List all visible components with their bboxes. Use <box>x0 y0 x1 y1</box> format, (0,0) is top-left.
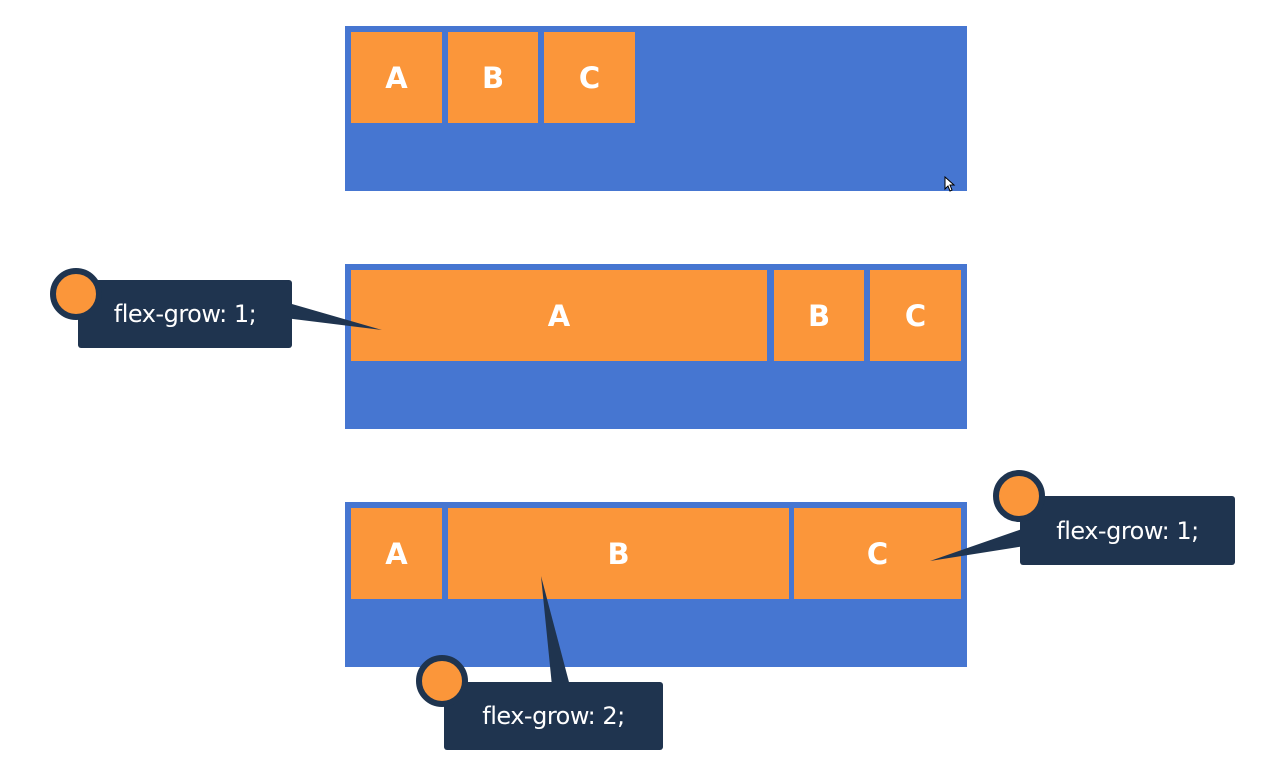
orange-dot-icon <box>993 470 1045 522</box>
callout-flex-grow-c: flex-grow: 1; <box>1020 496 1235 565</box>
flex-item-a: A <box>351 32 442 123</box>
flex-item-a: A <box>351 508 442 599</box>
flex-container-default: A B C <box>345 26 967 191</box>
flex-container-grow-a: A B C <box>345 264 967 429</box>
orange-dot-icon <box>416 655 468 707</box>
flex-item-a: A <box>351 270 767 361</box>
flex-item-b: B <box>448 32 538 123</box>
flex-item-b: B <box>448 508 789 599</box>
flex-item-c: C <box>794 508 961 599</box>
callout-flex-grow-b: flex-grow: 2; <box>444 682 663 750</box>
flex-item-b: B <box>774 270 864 361</box>
flex-item-c: C <box>870 270 961 361</box>
mouse-cursor-icon <box>944 176 956 192</box>
callout-flex-grow-a: flex-grow: 1; <box>78 280 292 348</box>
flex-container-grow-b-c: A B C <box>345 502 967 667</box>
orange-dot-icon <box>50 268 102 320</box>
flex-item-c: C <box>544 32 635 123</box>
